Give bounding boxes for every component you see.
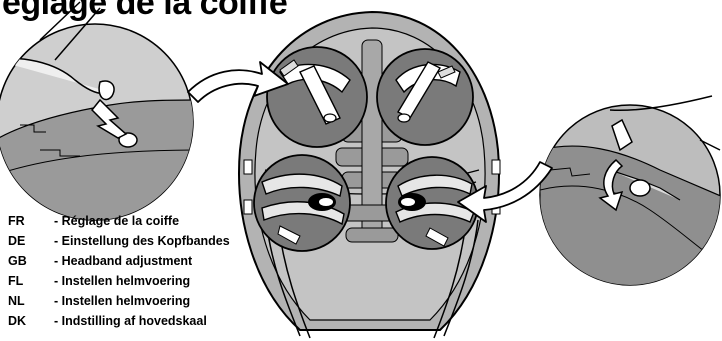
zoom-circle-right xyxy=(540,96,722,290)
legend-description: - Headband adjustment xyxy=(54,254,192,268)
legend-description: - Instellen helmvoering xyxy=(54,274,190,288)
legend-description: - Indstilling af hovedskaal xyxy=(54,314,207,328)
language-code: FR xyxy=(8,214,48,228)
language-code: FL xyxy=(8,274,48,288)
language-code: DK xyxy=(8,314,48,328)
legend-description: - Réglage de la coiffe xyxy=(54,214,179,228)
language-code: NL xyxy=(8,294,48,308)
language-code: DE xyxy=(8,234,48,248)
zoom-circle-left xyxy=(0,2,200,230)
legend-description: - Einstellung des Kopfbandes xyxy=(54,234,230,248)
language-code: GB xyxy=(8,254,48,268)
legend-description: - Instellen helmvoering xyxy=(54,294,190,308)
page-title: églage de la coiffe xyxy=(2,0,287,20)
